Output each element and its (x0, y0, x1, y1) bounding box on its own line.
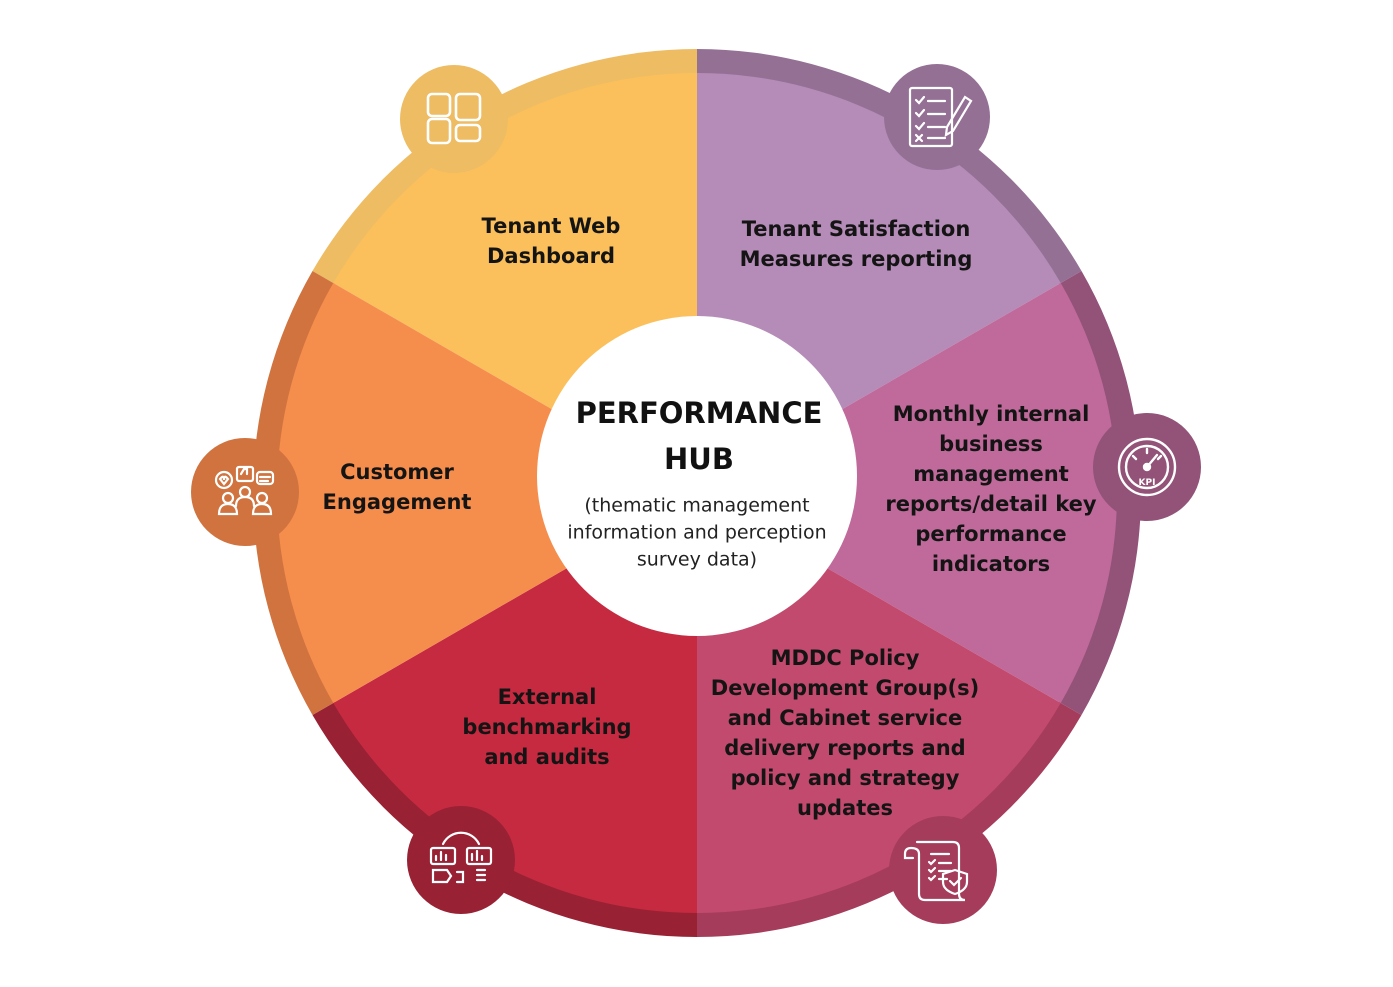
segment-label-line: MDDC Policy (770, 646, 920, 670)
segment-label-line: performance (915, 522, 1067, 546)
segment-label-line: reports/detail key (885, 492, 1097, 516)
hub-subtitle: (thematic management information and per… (567, 493, 826, 574)
checklist-pencil-icon (884, 64, 990, 170)
kpi-gauge-icon: KPI (1093, 413, 1201, 521)
segment-label-line: and Cabinet service (727, 706, 963, 730)
svg-text:KPI: KPI (1139, 478, 1156, 488)
segment-label-line: Customer (340, 460, 454, 484)
segment-label-monthly-internal-reports: Monthly internal business management report… (885, 399, 1096, 579)
segment-label-external-benchmarking: External benchmarking and audits (462, 682, 631, 772)
segment-label-line: Tenant Satisfaction (741, 217, 971, 241)
ring-arc-customer-engagement (252, 271, 336, 715)
ring-arc-mddc-policy (697, 702, 1082, 937)
segment-label-line: Monthly internal (892, 402, 1090, 426)
segment-label-line: Tenant Web (481, 214, 621, 238)
dashboard-grid-icon (400, 65, 508, 173)
hub-subtitle-line: survey data) (636, 548, 758, 571)
segment-label-line: delivery reports and (724, 736, 966, 760)
segment-label-line: and audits (484, 745, 610, 769)
ring-arc-tenant-web-dashboard (312, 49, 697, 284)
hub-title-line: PERFORMANCE (575, 396, 823, 430)
segment-label-line: Measures reporting (739, 247, 973, 271)
segment-label-line: Dashboard (486, 244, 616, 268)
segment-label-line: policy and strategy (730, 766, 960, 790)
segment-label-line: management (913, 462, 1069, 486)
hub-title: PERFORMANCE HUB (576, 390, 823, 482)
hub-circle (537, 316, 857, 636)
wedge-customer-engagement (276, 283, 697, 703)
hub-title-line: HUB (664, 442, 734, 476)
hub-subtitle-line: information and perception (567, 521, 827, 544)
wedge-monthly-internal-reports (697, 283, 1117, 703)
benchmark-discussion-icon (407, 806, 515, 914)
segment-label-line: External (497, 685, 597, 709)
hub-subtitle-line: (thematic management (584, 494, 810, 517)
segment-label-line: Development Group(s) (710, 676, 980, 700)
policy-document-icon (889, 816, 997, 924)
segment-label-line: benchmarking (462, 715, 632, 739)
segment-label-line: Engagement (322, 490, 472, 514)
segment-label-line: updates (797, 796, 893, 820)
segment-label-line: business (939, 432, 1043, 456)
segment-label-line: indicators (931, 552, 1051, 576)
customer-engagement-icon (191, 438, 299, 546)
ring-arc-monthly-internal-reports (1058, 271, 1141, 715)
